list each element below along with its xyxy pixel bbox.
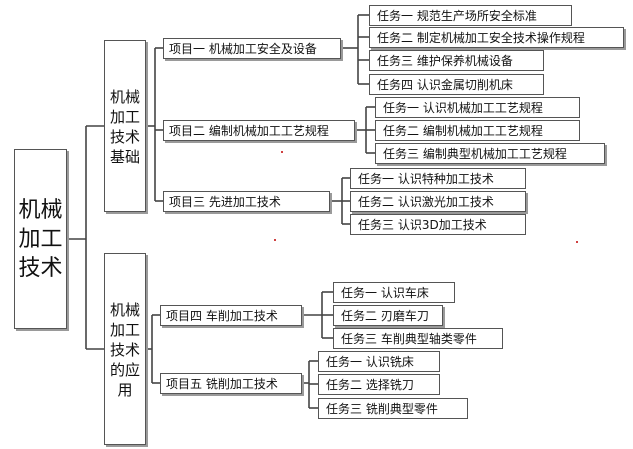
task-node: 任务三 维护保养机械设备 — [369, 50, 544, 71]
task-label: 任务一 认识铣床 — [326, 355, 414, 369]
stray-dot — [281, 151, 283, 153]
part-label: 机械加工技术的应用 — [109, 301, 140, 399]
project-label: 项目二 编制机械加工工艺规程 — [169, 124, 329, 138]
stray-dot — [576, 241, 578, 243]
task-node: 任务三 编制典型机械加工工艺规程 — [375, 143, 605, 164]
task-label: 任务一 认识车床 — [341, 286, 429, 300]
task-label: 任务三 认识3D加工技术 — [358, 218, 487, 232]
task-node: 任务二 认识激光加工技术 — [350, 191, 526, 212]
task-node: 任务一 认识车床 — [333, 282, 455, 303]
task-node: 任务一 规范生产场所安全标准 — [369, 5, 572, 26]
task-label: 任务三 车削典型轴类零件 — [341, 332, 477, 346]
project-node: 项目四 车削加工技术 — [160, 305, 302, 326]
task-label: 任务二 制定机械加工安全技术操作规程 — [377, 31, 585, 45]
task-node: 任务四 认识金属切削机床 — [369, 74, 544, 95]
task-node: 任务三 认识3D加工技术 — [350, 214, 526, 235]
project-node: 项目一 机械加工安全及设备 — [163, 38, 341, 59]
root-label: 机械加工技术 — [18, 197, 63, 281]
task-label: 任务二 选择铣刀 — [326, 378, 414, 392]
task-node: 任务二 选择铣刀 — [318, 374, 440, 395]
task-node: 任务一 认识铣床 — [318, 351, 440, 372]
task-node: 任务二 刃磨车刀 — [333, 305, 443, 326]
task-label: 任务二 编制机械加工工艺规程 — [383, 124, 543, 138]
stray-dot — [274, 239, 276, 241]
task-label: 任务一 认识特种加工技术 — [358, 172, 494, 186]
task-label: 任务四 认识金属切削机床 — [377, 78, 513, 92]
root-node: 机械加工技术 — [14, 149, 67, 329]
task-label: 任务三 铣削典型零件 — [326, 402, 438, 416]
task-node: 任务二 编制机械加工工艺规程 — [375, 120, 580, 141]
task-node: 任务一 认识机械加工工艺规程 — [375, 97, 580, 118]
project-label: 项目三 先进加工技术 — [169, 195, 281, 209]
task-label: 任务二 认识激光加工技术 — [358, 195, 494, 209]
project-node: 项目三 先进加工技术 — [163, 191, 330, 212]
part-node-foundation: 机械加工技术基础 — [104, 40, 146, 212]
part-node-application: 机械加工技术的应用 — [104, 253, 146, 445]
task-label: 任务二 刃磨车刀 — [341, 309, 429, 323]
task-node: 任务三 车削典型轴类零件 — [333, 328, 503, 349]
task-label: 任务三 编制典型机械加工工艺规程 — [383, 147, 567, 161]
project-label: 项目四 车削加工技术 — [166, 309, 278, 323]
project-node: 项目五 铣削加工技术 — [160, 373, 302, 394]
task-node: 任务二 制定机械加工安全技术操作规程 — [369, 27, 624, 48]
project-label: 项目一 机械加工安全及设备 — [169, 42, 317, 56]
part-label: 机械加工技术基础 — [109, 88, 140, 166]
task-label: 任务三 维护保养机械设备 — [377, 54, 513, 68]
project-label: 项目五 铣削加工技术 — [166, 377, 278, 391]
task-label: 任务一 认识机械加工工艺规程 — [383, 101, 543, 115]
task-node: 任务三 铣削典型零件 — [318, 398, 468, 419]
task-node: 任务一 认识特种加工技术 — [350, 168, 526, 189]
project-node: 项目二 编制机械加工工艺规程 — [163, 120, 355, 141]
task-label: 任务一 规范生产场所安全标准 — [377, 9, 537, 23]
